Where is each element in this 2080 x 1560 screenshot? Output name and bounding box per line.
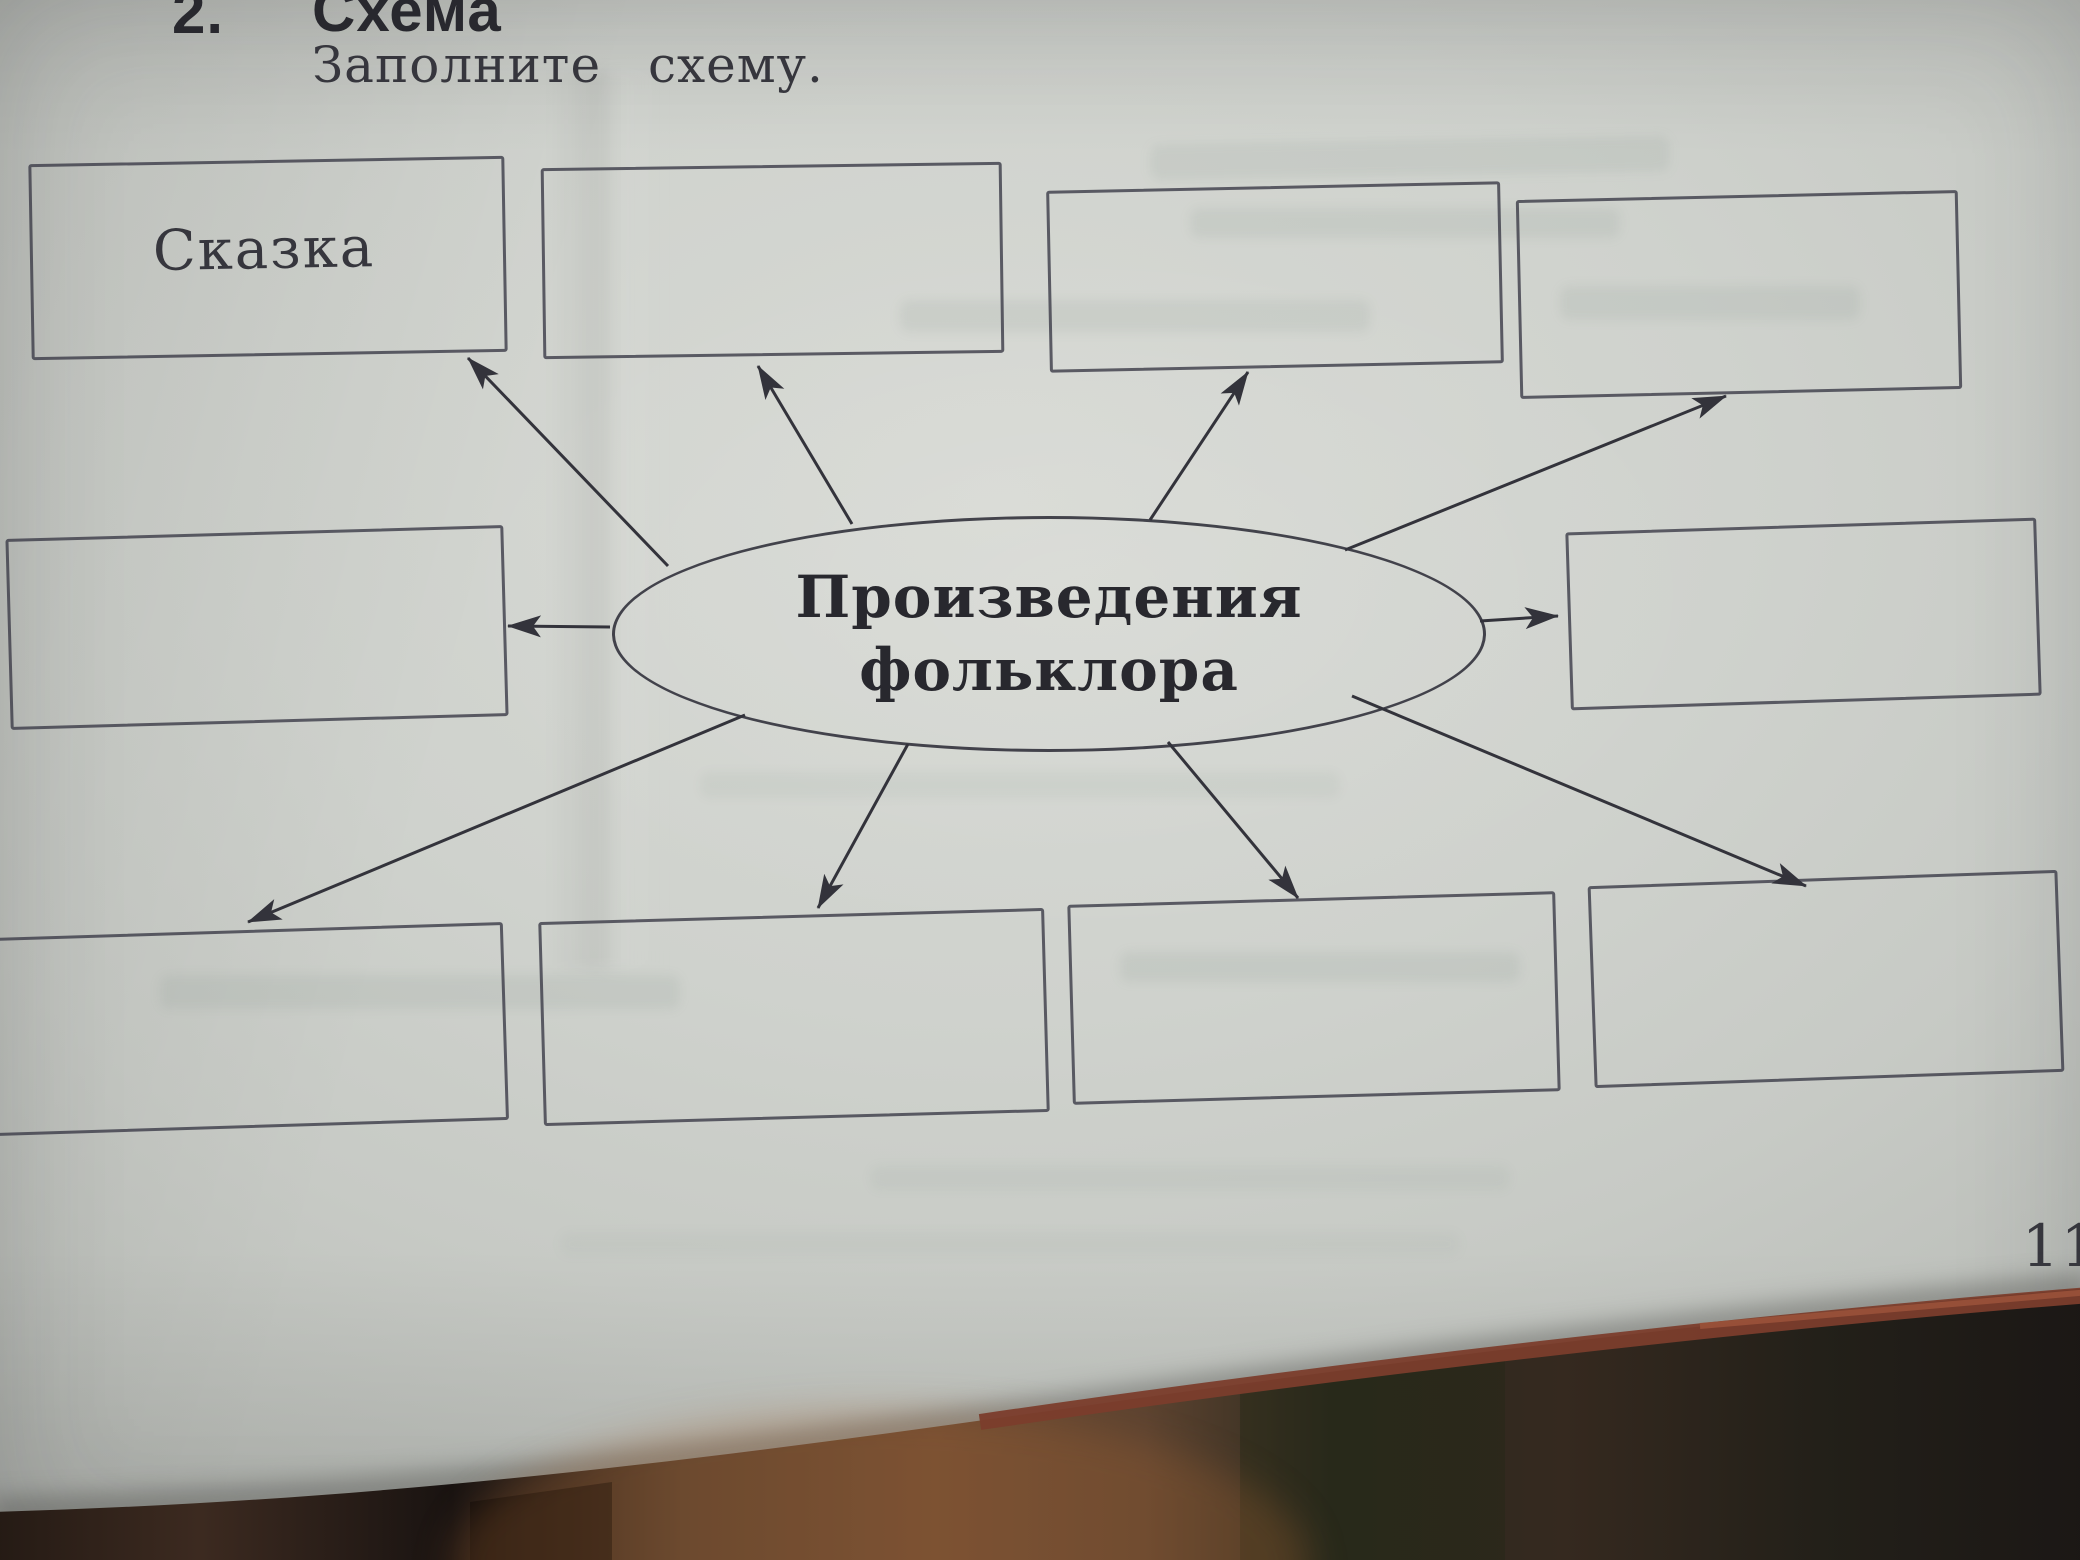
box-label — [0, 1024, 115, 1046]
diagram-box-top-1: Сказка — [28, 155, 508, 361]
box-label — [1073, 992, 1193, 1013]
arrow-to-top-3 — [1148, 371, 1250, 521]
center-label: Произведения фольклора — [795, 562, 1303, 704]
arrow-to-middle-right — [1479, 607, 1559, 630]
diagram-box-top-2 — [540, 161, 1005, 360]
diagram-box-top-4 — [1515, 190, 1963, 399]
instruction-text: Заполните схему. — [312, 36, 824, 94]
box-label — [545, 253, 665, 273]
diagram-box-bottom-1 — [0, 921, 509, 1137]
book-edge-highlight — [1699, 1289, 2080, 1329]
page-bleed-through — [560, 1232, 1460, 1256]
diagram-box-top-3 — [1046, 181, 1504, 373]
desk-amber-glow — [450, 1410, 1310, 1560]
box-label — [544, 1012, 664, 1033]
arrow-to-top-4 — [1344, 394, 1727, 552]
page-bleed-through — [870, 1165, 1510, 1191]
desk-shadow-band — [470, 1482, 612, 1560]
box-label — [11, 622, 131, 643]
page-bleed-through — [1149, 135, 1671, 181]
diagram-box-bottom-2 — [538, 907, 1050, 1127]
arrow-to-bottom-3 — [1166, 741, 1300, 899]
page-bleed-through — [700, 772, 1340, 798]
exercise-title: Схема — [312, 0, 502, 44]
page-number: 11 — [2022, 1212, 2080, 1280]
box-label — [1051, 270, 1171, 291]
arrow-to-bottom-4 — [1351, 694, 1807, 888]
diagram-box-bottom-3 — [1067, 891, 1561, 1105]
exercise-number: 2. — [172, 0, 225, 46]
diagram-box-middle-left — [5, 525, 509, 730]
diagram-box-bottom-4 — [1587, 869, 2065, 1089]
box-label — [1521, 288, 1641, 309]
book-edge-red-band — [978, 1287, 2080, 1430]
desk-green-patch — [1240, 1350, 1505, 1560]
box-label: Сказка — [152, 214, 376, 284]
arrow-to-bottom-1 — [247, 713, 746, 924]
diagram-box-middle-right — [1565, 517, 2042, 711]
page-edge-shadow — [0, 1275, 2080, 1525]
arrow-to-bottom-2 — [816, 743, 910, 909]
desk-base — [0, 1288, 2080, 1560]
box-label — [1571, 609, 1692, 631]
diagram-center-ellipse: Произведения фольклора — [612, 516, 1486, 752]
box-label — [1594, 974, 1715, 996]
arrow-to-middle-left — [507, 615, 611, 638]
arrow-to-top-2 — [756, 365, 854, 525]
